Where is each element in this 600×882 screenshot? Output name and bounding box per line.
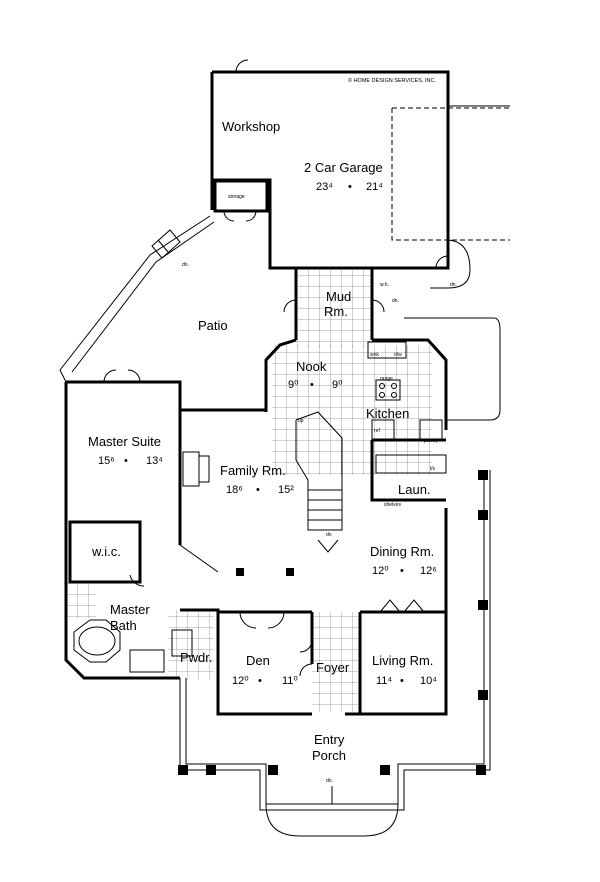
dim-garage-d: 21⁴: [366, 181, 383, 193]
room-label-workshop: Workshop: [222, 119, 280, 134]
label-dn-garage: dn.: [450, 282, 457, 288]
dim-separator: •: [310, 379, 314, 391]
room-label-powder: Pwdr.: [180, 650, 213, 665]
dim-separator: •: [400, 565, 404, 577]
label-dw: d/w: [394, 352, 402, 358]
room-label-den: Den: [246, 653, 270, 668]
room-label-family: Family Rm.: [220, 463, 286, 478]
label-ls: l/s: [430, 466, 436, 472]
label-range: range: [380, 376, 393, 382]
dim-den-w: 12⁰: [232, 675, 249, 687]
dim-living-d: 10⁴: [420, 675, 437, 687]
dim-dining-w: 12⁰: [372, 565, 389, 577]
dim-family-w: 18⁶: [226, 484, 243, 496]
room-label-mud-1: Mud: [326, 289, 351, 304]
dim-nook-w: 9⁰: [288, 379, 299, 391]
site-lines: [391, 105, 510, 421]
label-up-stair: up: [298, 418, 304, 424]
room-label-foyer: Foyer: [316, 660, 350, 675]
dim-separator: •: [124, 455, 128, 467]
room-label-master-bath-1: Master: [110, 602, 150, 617]
label-wh: w.h.: [380, 282, 389, 288]
room-label-pantry: pantry: [424, 438, 438, 444]
room-label-master-suite: Master Suite: [88, 434, 161, 449]
dim-separator: •: [348, 181, 352, 193]
dim-separator: •: [400, 675, 404, 687]
dim-separator: •: [258, 675, 262, 687]
room-label-storage: storage: [228, 194, 245, 200]
dim-nook-d: 9⁰: [332, 379, 343, 391]
room-label-mud-2: Rm.: [324, 304, 348, 319]
entry-porch: [178, 470, 491, 837]
dim-master-d: 13⁴: [146, 455, 163, 467]
label-dn-side: dn.: [392, 298, 399, 304]
dim-living-w: 11⁴: [376, 675, 392, 687]
doors: [103, 59, 449, 677]
room-label-nook: Nook: [296, 359, 327, 374]
patio-steps: [151, 229, 181, 259]
walls: [59, 70, 450, 716]
room-label-wic: w.i.c.: [91, 544, 121, 559]
label-dn-patio: dn.: [182, 262, 189, 268]
dim-master-w: 15⁶: [98, 455, 115, 467]
label-shelves: shelves: [384, 502, 401, 508]
label-sink: sink: [370, 352, 379, 358]
dim-dining-d: 12⁶: [420, 565, 437, 577]
dim-separator: •: [256, 484, 260, 496]
room-label-dining: Dining Rm.: [370, 544, 434, 559]
tile-floors: [64, 268, 432, 712]
dim-family-d: 15²: [278, 484, 294, 496]
room-label-master-bath-2: Bath: [110, 618, 137, 633]
dim-garage-w: 23⁴: [316, 181, 333, 193]
label-dn-porch: dn.: [326, 778, 333, 784]
room-label-entry-porch-1: Entry: [314, 732, 345, 747]
room-label-laundry: Laun.: [398, 482, 431, 497]
room-label-living: Living Rm.: [372, 653, 433, 668]
label-dn-stair: dn: [326, 532, 332, 538]
room-label-kitchen: Kitchen: [366, 406, 409, 421]
copyright-text: © HOME DESIGN SERVICES, INC.: [348, 77, 436, 84]
room-label-garage: 2 Car Garage: [304, 160, 383, 175]
room-label-patio: Patio: [198, 318, 228, 333]
label-ref: ref: [374, 428, 380, 434]
dim-den-d: 11⁰: [282, 675, 298, 687]
room-label-entry-porch-2: Porch: [312, 748, 346, 763]
